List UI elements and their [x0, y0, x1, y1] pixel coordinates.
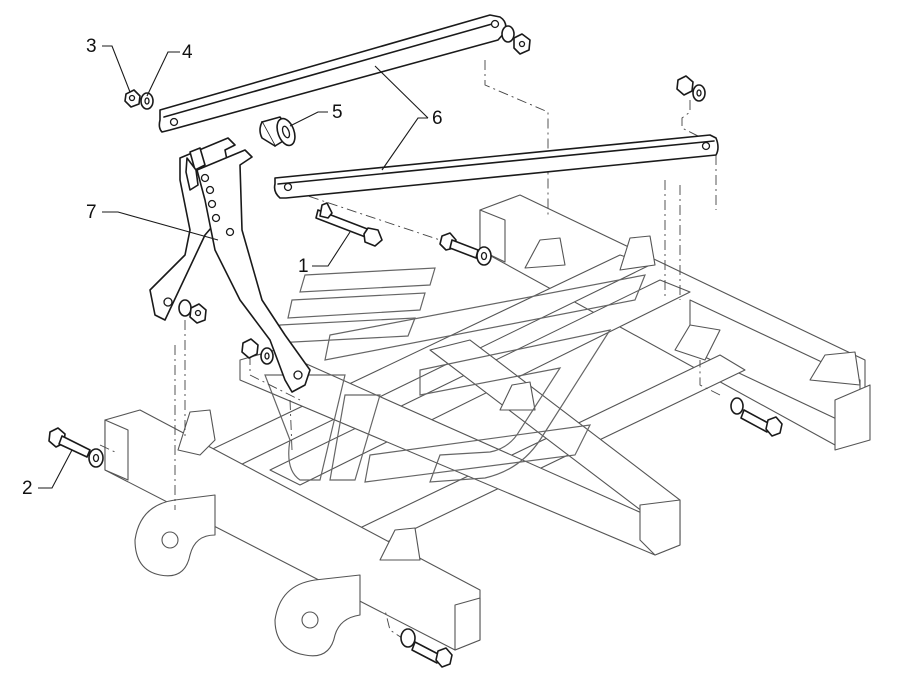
part-5-spacer-bushing — [259, 116, 296, 147]
callout-2: 2 — [22, 478, 33, 499]
callout-7: 7 — [86, 202, 97, 223]
part-1-bolt-upper — [315, 202, 383, 247]
callout-3: 3 — [86, 36, 97, 57]
part-6-upper-arm — [158, 14, 507, 133]
part-6-lower-arm — [273, 134, 719, 199]
part-7-bracket-front — [185, 147, 311, 393]
bolt-washer-bottom — [400, 628, 453, 668]
callout-1: 1 — [298, 256, 309, 277]
part-1-bolt-middle — [439, 232, 492, 266]
callout-leaders — [38, 45, 429, 489]
callout-6: 6 — [432, 108, 443, 129]
part-2-bolt-washer — [48, 427, 104, 468]
part-3-nut-top — [124, 89, 141, 108]
bolt-washer-right — [730, 397, 783, 437]
callout-labels: 3 4 5 6 7 1 2 — [22, 36, 443, 499]
nut-washer-bracket-left — [178, 299, 207, 324]
nut-washer-bracket-center — [241, 338, 274, 365]
callout-4: 4 — [182, 42, 193, 63]
nut-washer-upper-right — [501, 25, 531, 55]
nut-washer-far-right — [676, 75, 706, 102]
callout-5: 5 — [332, 102, 343, 123]
part-4-washer-top — [140, 92, 154, 110]
frame-assembly — [104, 194, 871, 657]
